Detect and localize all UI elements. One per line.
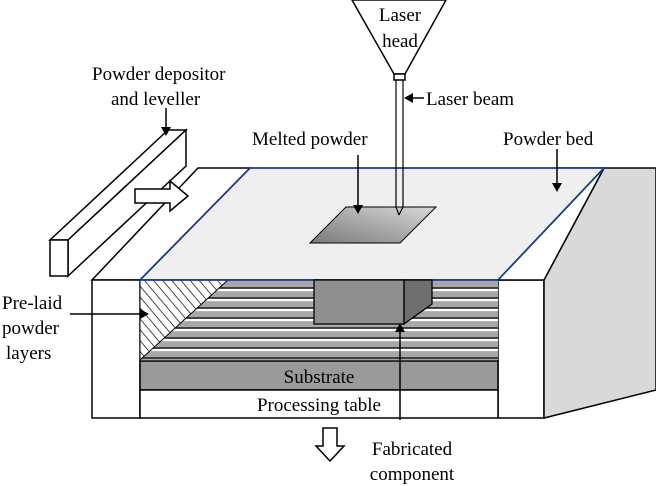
- laser-head: [351, 0, 447, 81]
- depositor-move-arrow-icon: [134, 179, 190, 213]
- pre-laid-label-2: powder: [2, 318, 60, 339]
- pointer-arrows: [70, 93, 562, 420]
- processing-table-label: Processing table: [257, 395, 381, 416]
- fabricated-label-2: component: [370, 464, 455, 485]
- fabricated-label-1: Fabricated: [372, 439, 453, 460]
- pre-laid-label-1: Pre-laid: [2, 293, 63, 314]
- pre-laid-label-3: layers: [6, 343, 51, 364]
- substrate-label: Substrate: [284, 367, 355, 388]
- processing-table-block: [139, 389, 499, 419]
- melted-powder-label: Melted powder: [252, 129, 368, 150]
- powder-bed-label: Powder bed: [503, 129, 594, 150]
- powder-depositor-label-1: Powder depositor: [92, 64, 226, 85]
- powder-depositor-label-2: and leveller: [111, 89, 201, 110]
- powder-depositor-bar: [48, 128, 188, 278]
- substrate-block: [139, 360, 499, 391]
- table-down-arrow-icon: [314, 427, 346, 463]
- fabricated-component-shape: [313, 279, 433, 326]
- melted-powder-patch: [308, 206, 438, 244]
- laser-beam-label: Laser beam: [426, 89, 514, 110]
- laser-head-label-2: head: [382, 31, 418, 52]
- laser-head-label-1: Laser: [379, 5, 422, 26]
- laser-beam: [395, 80, 404, 216]
